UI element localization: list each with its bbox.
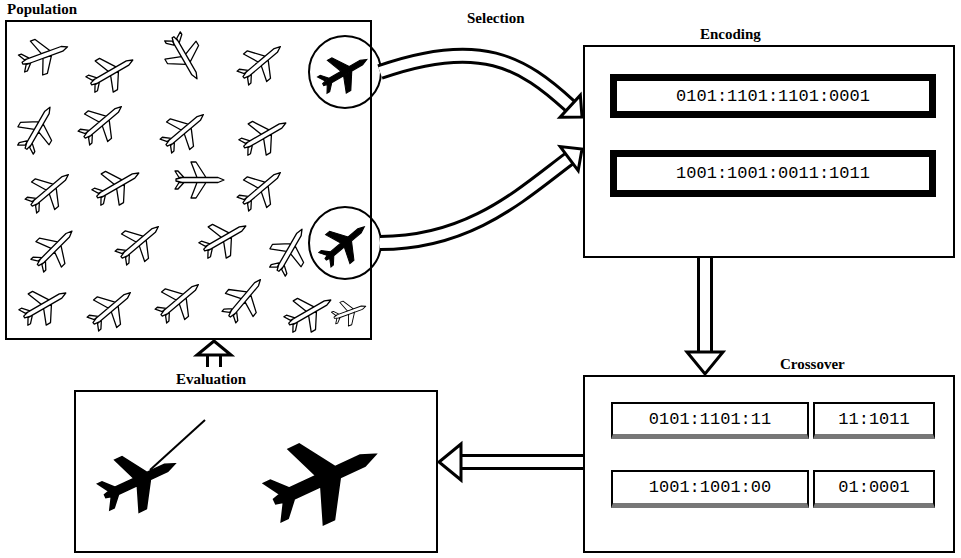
bit-string: 0101:1101:11 (649, 410, 771, 429)
flow-arrow (197, 341, 231, 367)
gene-segment: 01:0001 (813, 470, 935, 508)
flow-arrow (380, 55, 582, 117)
gene-segment: 0101:1101:11 (611, 402, 809, 439)
gene-segment: 1001:1001:00 (611, 470, 809, 508)
bit-string: 01:0001 (838, 478, 909, 497)
bit-string: 11:1011 (838, 410, 909, 429)
bit-string: 1001:1001:0011:1011 (676, 164, 870, 183)
chromosome-string: 1001:1001:0011:1011 (610, 150, 936, 197)
panel-heading: Evaluation (176, 371, 246, 388)
flow-arrow (687, 258, 723, 374)
evaluation-panel: Evaluation (74, 390, 438, 553)
gene-segment: 11:1011 (813, 402, 935, 439)
flow-arrow (380, 147, 582, 243)
edge-label: Selection (465, 10, 527, 27)
crossover-panel: Crossover0101:1101:1111:10111001:1001:00… (583, 375, 955, 553)
bit-string: 0101:1101:1101:0001 (676, 87, 870, 106)
panel-heading: Encoding (700, 26, 761, 43)
flow-arrow (439, 444, 583, 480)
bit-string: 1001:1001:00 (649, 478, 771, 497)
population-panel: Population (5, 20, 372, 340)
encoding-panel: Encoding0101:1101:1101:00011001:1001:001… (583, 45, 955, 258)
panel-heading: Crossover (780, 356, 845, 373)
panel-heading: Population (7, 1, 77, 18)
chromosome-string: 0101:1101:1101:0001 (610, 74, 936, 118)
